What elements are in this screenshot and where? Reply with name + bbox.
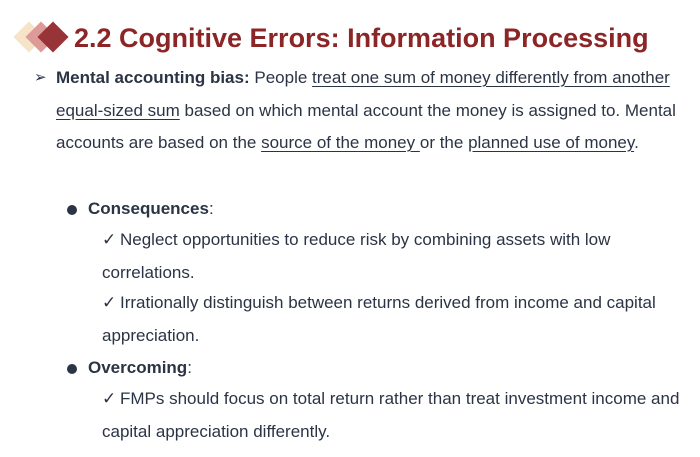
arrow-bullet-icon: ➢ [34, 69, 47, 86]
heading: Consequences [88, 199, 209, 218]
text: People [249, 68, 313, 87]
underlined-text: planned use of money [468, 133, 635, 152]
text: or the [419, 133, 469, 152]
colon: : [187, 358, 192, 377]
check-icon: ✓ [102, 389, 117, 408]
section-heading: Consequences: [88, 193, 214, 226]
underlined-text: source of the money [261, 133, 420, 152]
list-item: ✓Neglect opportunities to reduce risk by… [102, 224, 662, 289]
heading: Overcoming [88, 358, 188, 377]
term: Mental accounting bias: [56, 68, 250, 87]
check-icon: ✓ [102, 293, 117, 312]
item-text: Neglect opportunities to reduce risk by … [102, 230, 611, 282]
bullet-icon [67, 205, 77, 215]
bullet-icon [67, 364, 77, 374]
text: . [634, 133, 639, 152]
section-heading: Overcoming: [88, 352, 192, 385]
underlined-text: treat one sum of money differently from … [56, 68, 670, 120]
slide-title: 2.2 Cognitive Errors: Information Proces… [13, 20, 649, 56]
main-paragraph: Mental accounting bias: People treat one… [56, 62, 686, 160]
list-item: ✓Irrationally distinguish between return… [102, 287, 662, 352]
item-text: FMPs should focus on total return rather… [102, 389, 680, 441]
item-text: Irrationally distinguish between returns… [102, 293, 656, 345]
title-text: 2.2 Cognitive Errors: Information Proces… [74, 22, 649, 53]
text: based on which mental account the money … [56, 100, 676, 153]
diamonds-icon [13, 20, 72, 56]
list-item: ✓FMPs should focus on total return rathe… [102, 383, 682, 448]
colon: : [208, 199, 214, 218]
check-icon: ✓ [102, 230, 117, 249]
